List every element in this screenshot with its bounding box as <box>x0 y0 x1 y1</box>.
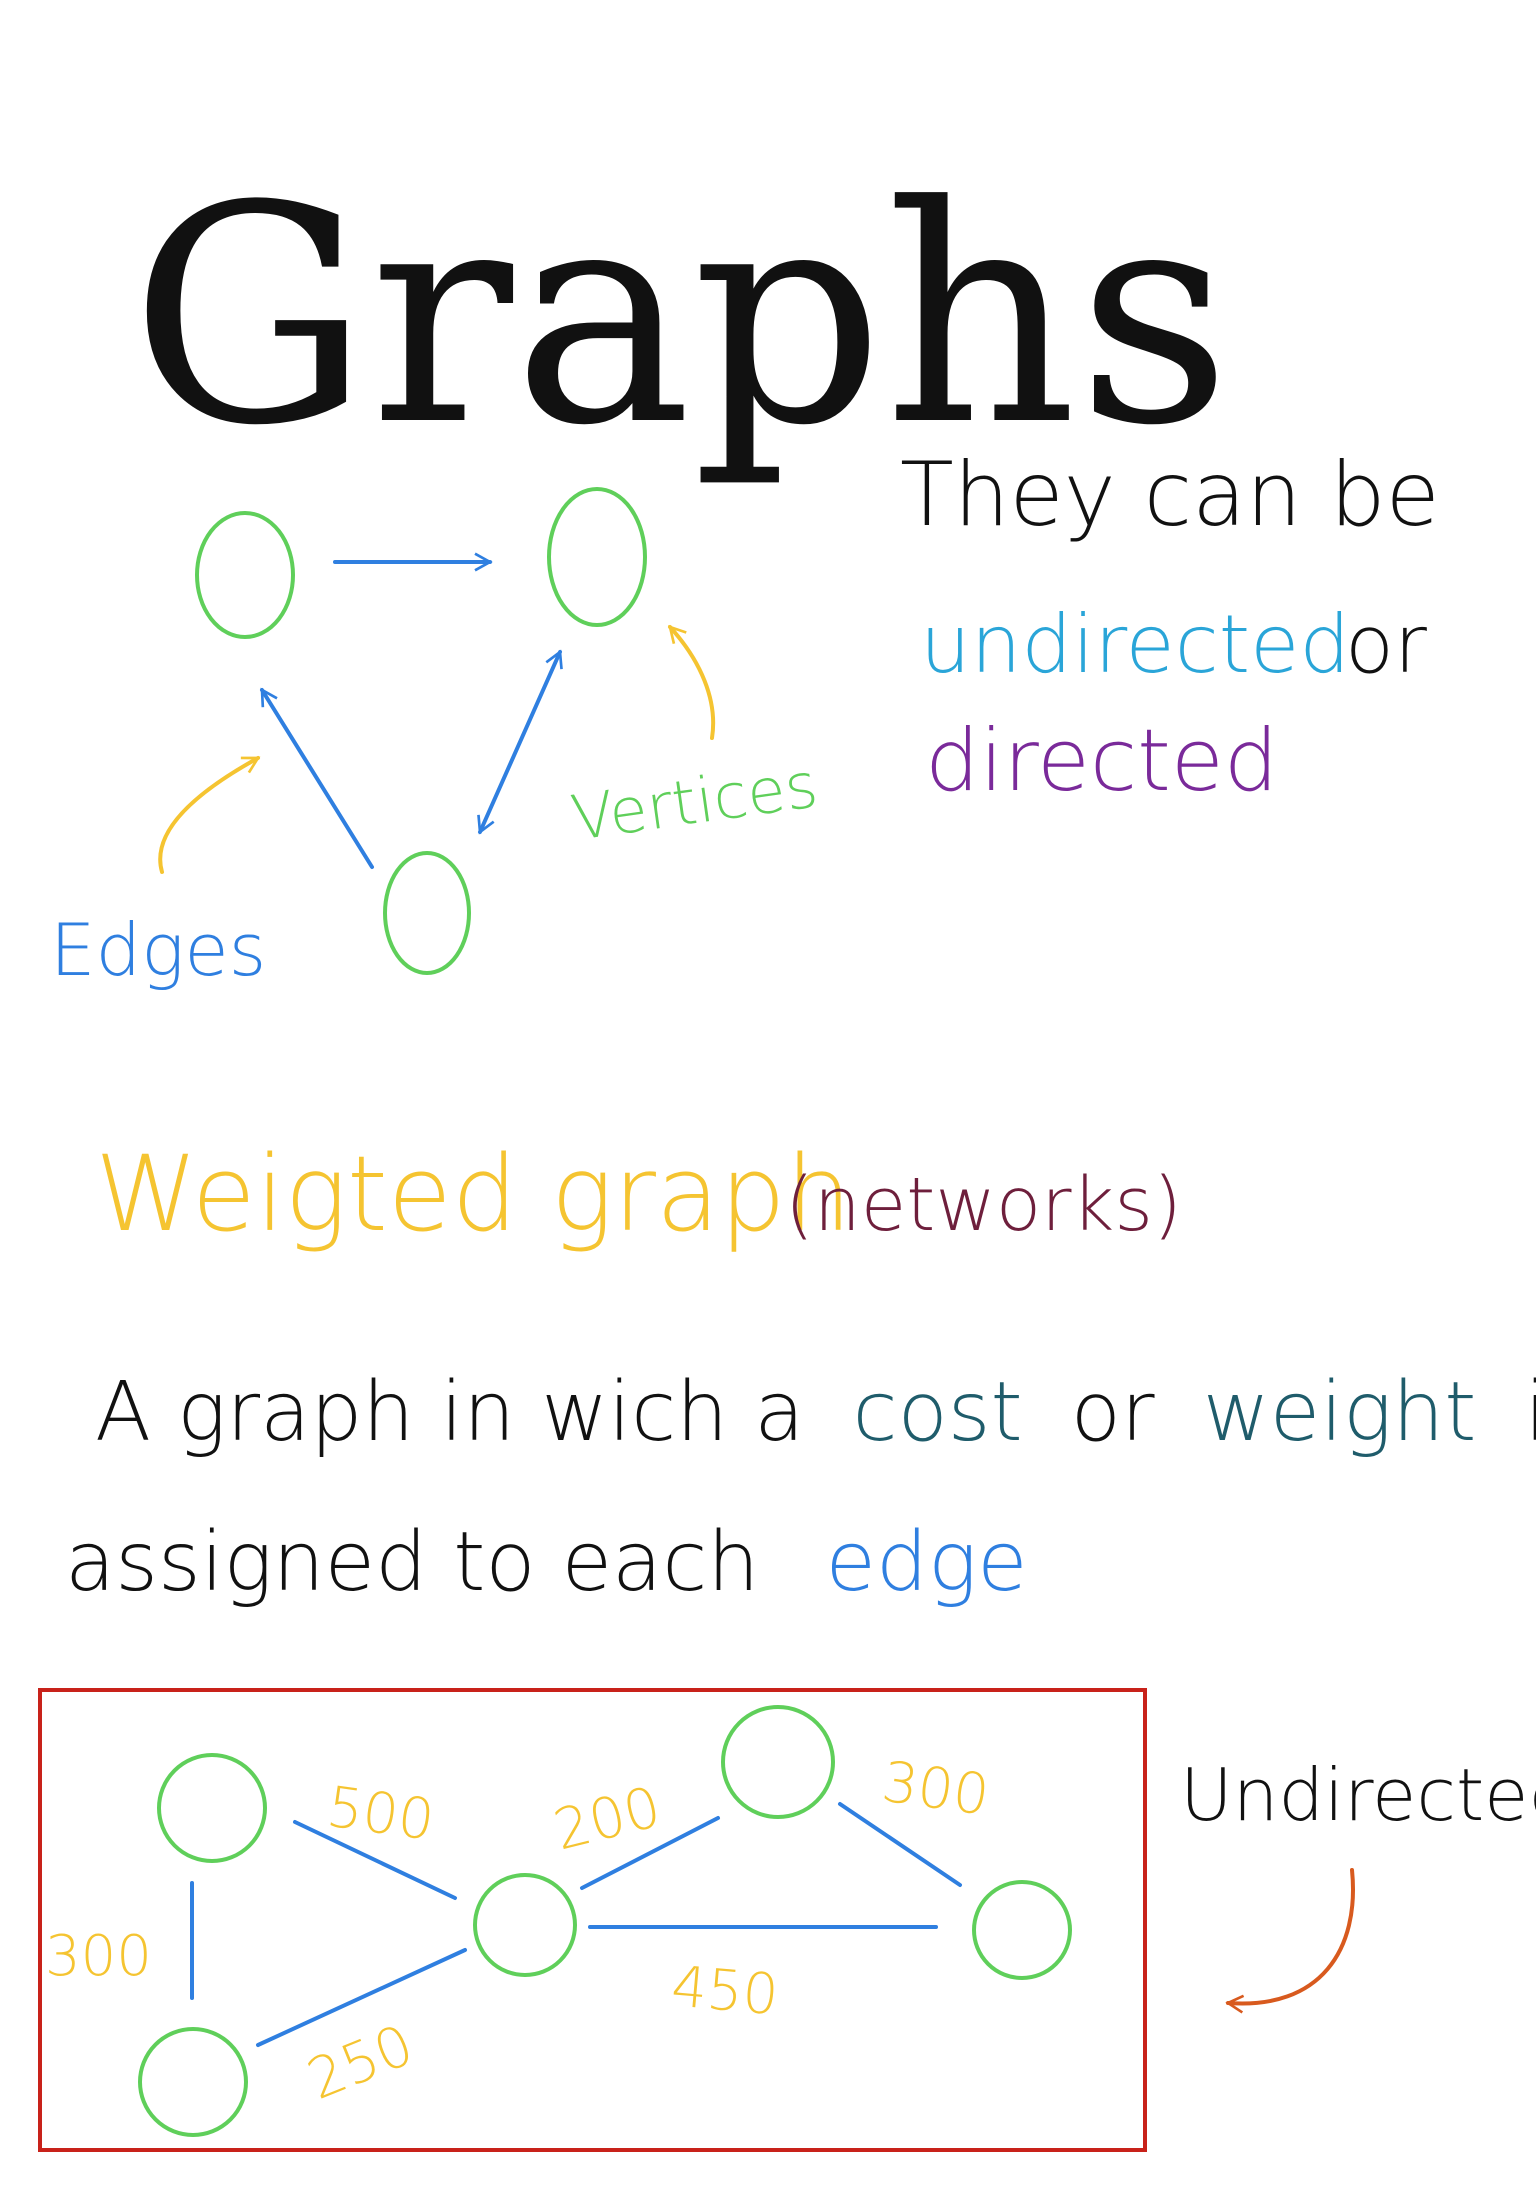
edge-c-d <box>580 1816 720 1890</box>
weight-label-d-e: 300 <box>878 1749 993 1828</box>
vertex-top-right <box>547 487 647 627</box>
undirected-word: undirected <box>920 598 1350 691</box>
or-word: or <box>1345 598 1427 691</box>
vertex-c <box>473 1873 577 1977</box>
vertices-label: Vertices <box>567 748 822 855</box>
weighted-graph-example: 500 200 300 300 450 250 Undirected <box>38 1688 1536 2152</box>
networks-aside: (networks) <box>785 1162 1182 1248</box>
weight-label-c-d: 200 <box>548 1775 667 1864</box>
direction-notes: They can be undirected or directed <box>900 443 1440 811</box>
vertex-d <box>721 1705 835 1819</box>
vertex-top-left <box>195 511 295 639</box>
edge-arrow-bottom-to-left <box>260 687 374 869</box>
weighted-section: Weigted graph (networks) A graph in wich… <box>65 1133 1536 1610</box>
vertices-pointer-arrow <box>668 624 716 740</box>
vertex-a <box>157 1753 267 1863</box>
edge-arrow-bidirectional <box>477 649 563 835</box>
weight-label-b-c: 250 <box>299 2013 422 2113</box>
edge-d-e <box>838 1802 962 1887</box>
cost-word: cost <box>853 1365 1023 1460</box>
vertex-bottom <box>383 851 471 975</box>
is-word: is <box>1524 1365 1536 1460</box>
definition-end: assigned to each <box>65 1515 759 1610</box>
edge-word: edge <box>825 1515 1027 1610</box>
vertex-b <box>138 2027 248 2137</box>
or-word-2: or <box>1071 1365 1155 1460</box>
weight-label-a-b: 300 <box>45 1924 152 1989</box>
vertex-e <box>972 1880 1072 1980</box>
edges-label: Edges <box>50 908 266 992</box>
page-title: Graphs <box>130 142 1231 491</box>
edge-a-c <box>293 1820 457 1900</box>
edges-pointer-arrow <box>158 756 261 874</box>
undirected-label: Undirected <box>1180 1753 1536 1837</box>
weight-label-a-c: 500 <box>323 1774 438 1853</box>
directed-graph: Edges Vertices <box>50 487 822 992</box>
example-frame <box>38 1688 1147 2152</box>
undirected-pointer-arrow <box>1225 1868 1355 2014</box>
weight-label-c-e: 450 <box>669 1954 781 2028</box>
weight-word: weight <box>1203 1365 1477 1460</box>
definition-line-1: A graph in wich a cost or weight is <box>95 1365 1536 1460</box>
definition-line-2: assigned to each edge <box>65 1515 1028 1610</box>
weighted-heading: Weigted graph <box>95 1133 852 1255</box>
they-can-be-text: They can be <box>900 443 1440 546</box>
directed-word: directed <box>925 711 1278 811</box>
definition-start: A graph in wich a <box>95 1365 804 1460</box>
edge-b-c <box>256 1948 467 2047</box>
